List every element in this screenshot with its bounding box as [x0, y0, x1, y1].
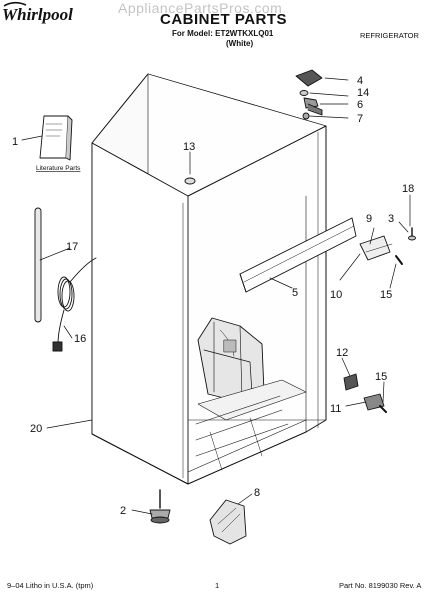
callout-8: 8 [254, 487, 260, 499]
part-1-literature [39, 115, 69, 159]
literature-parts-label: Literature Parts [36, 165, 81, 172]
callout-16: 16 [74, 333, 86, 345]
part-8-grille [209, 499, 247, 545]
part-7-bushing [302, 112, 310, 120]
footer-print-info: 9–04 Litho in U.S.A. (tpm) [7, 581, 94, 590]
part-6-hinge [303, 97, 319, 109]
part-9-latch [359, 235, 391, 261]
callout-17: 17 [66, 241, 78, 253]
callout-15-lower: 15 [375, 371, 387, 383]
part-13-plug [184, 177, 196, 185]
callout-3: 3 [388, 213, 394, 225]
callout-18: 18 [402, 183, 414, 195]
cabinet-front-panel [91, 142, 189, 485]
part-14-washer [299, 90, 309, 96]
callout-9: 9 [366, 213, 372, 225]
callout-6: 6 [357, 99, 363, 111]
model-line: For Model: ET2WTKXLQ01 [172, 29, 274, 38]
part-17-tube [34, 207, 42, 323]
category-label: REFRIGERATOR [360, 31, 419, 40]
callout-2: 2 [120, 505, 126, 517]
part-16-power-cord [52, 257, 97, 352]
callout-12: 12 [336, 347, 348, 359]
callout-15-upper: 15 [380, 289, 392, 301]
part-12-bracket [343, 373, 359, 391]
color-line: (White) [226, 39, 254, 48]
interior-divider [197, 317, 265, 401]
part-15-screw-upper [395, 255, 403, 265]
callout-11: 11 [330, 403, 341, 415]
svg-text:Whirlpool: Whirlpool [2, 5, 73, 24]
callout-1: 1 [12, 136, 18, 148]
part-number: Part No. 8199030 Rev. A [339, 581, 422, 590]
callout-10: 10 [330, 289, 342, 301]
callout-14: 14 [357, 87, 369, 99]
callout-5: 5 [292, 287, 298, 299]
watermark-text: AppliancePartsPros.com [118, 0, 283, 16]
part-15-screw-lower [379, 405, 387, 413]
page-number: 1 [215, 581, 220, 590]
page-title: CABINET PARTS [160, 11, 288, 28]
callout-13: 13 [183, 141, 195, 153]
part-4-hinge-cap [295, 69, 323, 87]
callout-7: 7 [357, 113, 363, 125]
part-2-leveling-leg [149, 489, 171, 524]
callout-4: 4 [357, 75, 363, 87]
whirlpool-logo: Whirlpool [2, 1, 73, 24]
callout-20: 20 [30, 423, 42, 435]
